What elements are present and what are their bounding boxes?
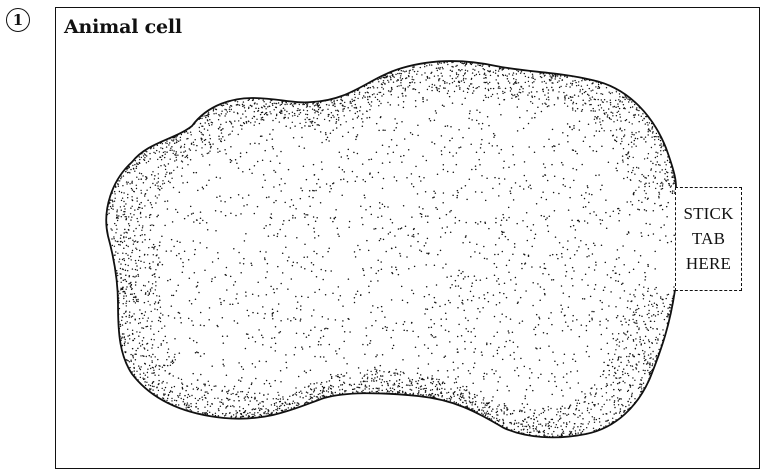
stick-tab-line-1: STICK (683, 203, 733, 225)
step-number-badge: 1 (6, 8, 30, 32)
animal-cell-panel: Animal cell STICK TAB HERE (55, 7, 760, 469)
cytoplasm-stipple (105, 57, 682, 443)
animal-cell-diagram (56, 8, 761, 470)
stick-tab-here-box: STICK TAB HERE (675, 187, 742, 291)
cell-membrane (106, 61, 676, 437)
step-number: 1 (13, 13, 23, 28)
stick-tab-line-2: TAB (692, 228, 725, 250)
stick-tab-line-3: HERE (686, 253, 731, 275)
